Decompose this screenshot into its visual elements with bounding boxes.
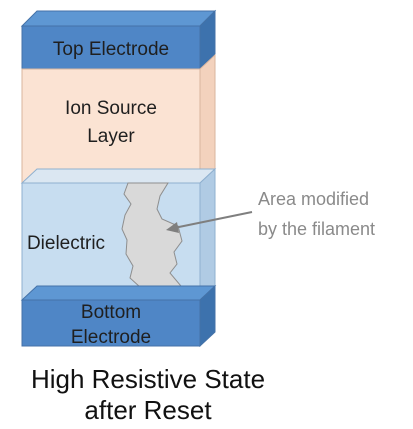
ion-source-side-face bbox=[199, 53, 216, 185]
top-electrode-front-face bbox=[21, 25, 201, 70]
annotation-arrow-line bbox=[173, 211, 253, 229]
top-electrode-top-face bbox=[20, 10, 217, 27]
bottom-electrode-top-face bbox=[20, 285, 217, 301]
caption-line1: High Resistive State bbox=[31, 364, 265, 394]
annotation-label-line1: Area modified bbox=[258, 189, 369, 209]
top-electrode-label: Top Electrode bbox=[53, 39, 169, 60]
ion-source-layer: Ion Source Layer bbox=[21, 53, 216, 185]
ion-source-label-line2: Layer bbox=[87, 126, 135, 147]
bottom-electrode-front-face bbox=[21, 299, 201, 347]
ion-source-label-line1: Ion Source bbox=[65, 98, 157, 119]
top-electrode-layer: Top Electrode bbox=[20, 9, 217, 71]
filament-annotation: Area modified by the filament bbox=[166, 189, 375, 239]
bottom-electrode-label-line1: Bottom bbox=[81, 302, 141, 323]
bottom-electrode-layer: Bottom Electrode bbox=[20, 284, 217, 348]
annotation-label-line2: by the filament bbox=[258, 219, 375, 239]
caption-line2: after Reset bbox=[84, 395, 212, 425]
dielectric-label: Dielectric bbox=[27, 233, 105, 254]
annotation-arrowhead-icon bbox=[166, 222, 179, 233]
dielectric-top-face bbox=[20, 168, 217, 184]
bottom-electrode-label-line2: Electrode bbox=[71, 327, 151, 348]
dielectric-layer: Dielectric bbox=[20, 167, 217, 302]
dielectric-side-face bbox=[199, 167, 216, 302]
diagram-caption: High Resistive State after Reset bbox=[31, 364, 265, 425]
